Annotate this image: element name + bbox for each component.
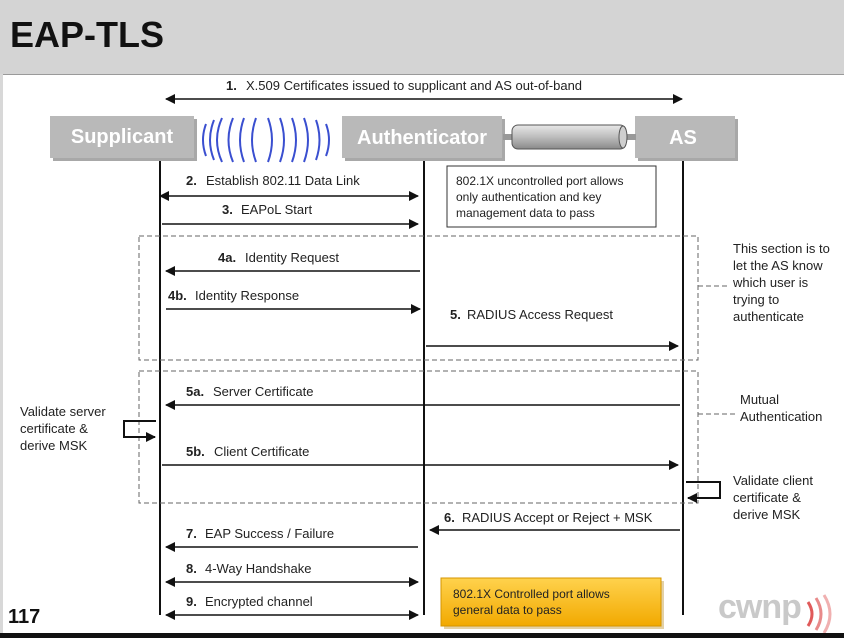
step5b-num: 5b. bbox=[186, 444, 205, 459]
validate-server-line2: certificate & bbox=[20, 421, 88, 436]
step9-label: Encrypted channel bbox=[205, 594, 313, 609]
step9-num: 9. bbox=[186, 594, 197, 609]
step4b-label: Identity Response bbox=[195, 288, 299, 303]
authenticator-box: Authenticator bbox=[342, 116, 505, 161]
step5-num: 5. bbox=[450, 307, 461, 322]
supplicant-label: Supplicant bbox=[71, 126, 174, 148]
validate-server-line1: Validate server bbox=[20, 404, 106, 419]
validate-client-line1: Validate client bbox=[733, 473, 813, 488]
step3-label: EAPoL Start bbox=[241, 202, 312, 217]
step5a-num: 5a. bbox=[186, 384, 204, 399]
step4b-num: 4b. bbox=[168, 288, 187, 303]
validate-client-line3: derive MSK bbox=[733, 507, 801, 522]
page-number: 117 bbox=[8, 606, 41, 628]
controlled-note-line1: 802.1X Controlled port allows bbox=[453, 587, 610, 601]
as-box: AS bbox=[635, 116, 738, 161]
supplicant-box: Supplicant bbox=[50, 116, 197, 161]
step1-label: X.509 Certificates issued to supplicant … bbox=[246, 78, 582, 93]
step6-num: 6. bbox=[444, 510, 455, 525]
step2-label: Establish 802.11 Data Link bbox=[206, 173, 360, 188]
step3-num: 3. bbox=[222, 202, 233, 217]
validate-server-note: Validate server certificate & derive MSK bbox=[20, 404, 106, 453]
step5b-label: Client Certificate bbox=[214, 444, 309, 459]
mutual-note-line2: Authentication bbox=[740, 409, 822, 424]
identity-note-line3: which user is bbox=[732, 275, 809, 290]
validate-client-loop-arrow bbox=[686, 481, 721, 503]
left-border bbox=[0, 74, 3, 634]
identity-note-line5: authenticate bbox=[733, 309, 804, 324]
uncontrolled-note-line3: management data to pass bbox=[456, 206, 595, 220]
controlled-port-note: 802.1X Controlled port allows general da… bbox=[440, 577, 664, 629]
mutual-note-line1: Mutual bbox=[740, 392, 779, 407]
validate-server-loop-arrow bbox=[123, 420, 156, 442]
step1-num: 1. bbox=[226, 78, 237, 93]
as-label: AS bbox=[669, 127, 697, 149]
step6-label: RADIUS Accept or Reject + MSK bbox=[462, 510, 653, 525]
step5a-label: Server Certificate bbox=[213, 384, 313, 399]
step2-num: 2. bbox=[186, 173, 197, 188]
logo-waves-icon bbox=[806, 594, 832, 634]
identity-note-line1: This section is to bbox=[733, 241, 830, 256]
page-title: EAP-TLS bbox=[10, 14, 165, 55]
radio-waves-icon bbox=[202, 117, 330, 163]
identity-note-line4: trying to bbox=[733, 292, 779, 307]
validate-client-note: Validate client certificate & derive MSK bbox=[733, 473, 813, 522]
step5-label: RADIUS Access Request bbox=[467, 307, 613, 322]
bottom-border bbox=[0, 633, 844, 638]
identity-note-line2: let the AS know bbox=[733, 258, 823, 273]
validate-server-line3: derive MSK bbox=[20, 438, 88, 453]
cwnp-logo: cwnp bbox=[718, 588, 802, 626]
cable-icon bbox=[503, 124, 636, 150]
mutual-auth-note: Mutual Authentication bbox=[740, 392, 822, 424]
authenticator-label: Authenticator bbox=[357, 127, 487, 149]
identity-section-box bbox=[138, 235, 699, 361]
identity-section-note: This section is to let the AS know which… bbox=[732, 241, 830, 324]
controlled-note-line2: general data to pass bbox=[453, 603, 562, 617]
uncontrolled-port-note: 802.1X uncontrolled port allows only aut… bbox=[446, 165, 657, 228]
step8-num: 8. bbox=[186, 561, 197, 576]
step7-label: EAP Success / Failure bbox=[205, 526, 334, 541]
step4a-num: 4a. bbox=[218, 250, 236, 265]
step7-num: 7. bbox=[186, 526, 197, 541]
step4a-label: Identity Request bbox=[245, 250, 339, 265]
uncontrolled-note-line1: 802.1X uncontrolled port allows bbox=[456, 174, 623, 188]
validate-client-line2: certificate & bbox=[733, 490, 801, 505]
title-bar: EAP-TLS bbox=[0, 0, 844, 75]
step8-label: 4-Way Handshake bbox=[205, 561, 311, 576]
uncontrolled-note-line2: only authentication and key bbox=[456, 190, 601, 204]
